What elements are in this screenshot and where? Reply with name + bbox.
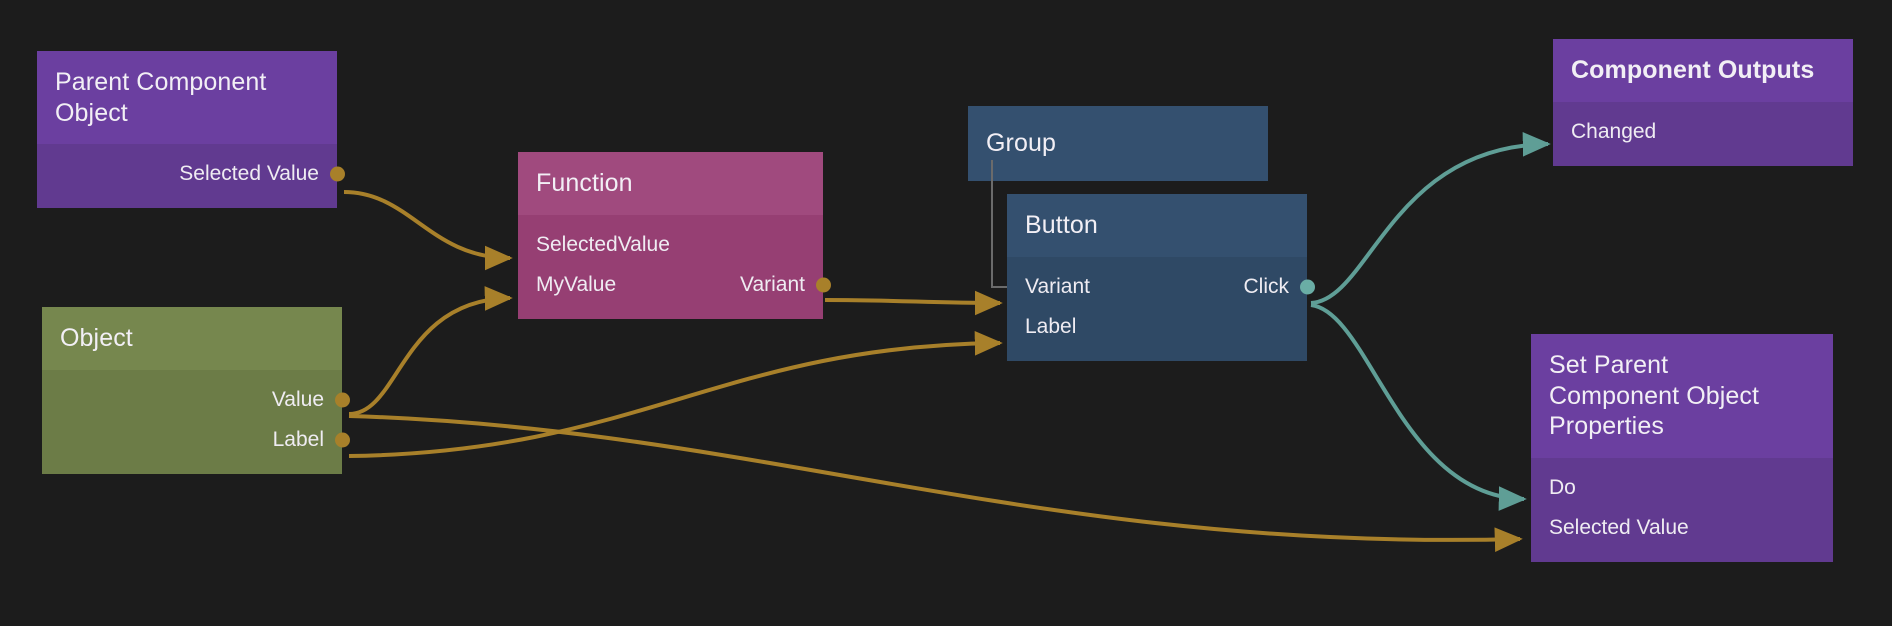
wire-function-variant-to-button-variant <box>824 290 1003 316</box>
port-row-variant-click[interactable]: Variant Click <box>1007 267 1315 307</box>
node-function[interactable]: Function SelectedValue MyValue Variant <box>518 152 831 319</box>
wire-object-value-to-function-myvalue <box>348 286 513 416</box>
node-object[interactable]: Object Value Label <box>42 307 350 474</box>
wire-object-label-to-button-label <box>348 330 1003 458</box>
output-port-dot-value[interactable] <box>335 392 350 407</box>
wire-button-click-to-componentoutputs-changed <box>1310 132 1551 305</box>
output-port-dot-selected-value[interactable] <box>330 166 345 182</box>
wire-button-click-to-setparent-do <box>1310 303 1527 511</box>
node-title: Group <box>968 106 1268 181</box>
port-label-myvalue: MyValue <box>536 272 617 296</box>
port-label-label: Label <box>1025 314 1077 338</box>
port-row-selected-value[interactable]: Selected Value <box>1531 508 1833 548</box>
node-body: Changed <box>1553 101 1853 166</box>
node-title: Parent Component Object <box>37 51 337 144</box>
port-row-label[interactable]: Label <box>1007 307 1307 347</box>
node-title: Set Parent Component Object Properties <box>1531 334 1833 458</box>
wire-parent-selectedvalue-to-function-selectedvalue <box>343 190 513 271</box>
node-body: Do Selected Value <box>1531 457 1833 562</box>
port-label-value: Value <box>271 387 324 411</box>
port-label-click: Click <box>1243 274 1290 298</box>
port-row-selectedvalue[interactable]: SelectedValue <box>518 225 823 265</box>
output-port-dot-click[interactable] <box>1300 279 1315 294</box>
node-parent-component-object[interactable]: Parent Component Object Selected Value <box>37 51 345 208</box>
node-title: Button <box>1007 194 1307 257</box>
node-body: Variant Click Label <box>1007 256 1315 361</box>
port-row-do[interactable]: Do <box>1531 468 1833 508</box>
port-label-variant: Variant <box>740 272 805 296</box>
wire-object-value-to-setparent-selectedvalue <box>348 414 1523 552</box>
port-row-myvalue-variant[interactable]: MyValue Variant <box>518 265 831 305</box>
port-label-do: Do <box>1549 475 1576 499</box>
node-component-outputs[interactable]: Component Outputs Changed <box>1553 39 1853 166</box>
port-label-selected-value: Selected Value <box>1549 515 1689 539</box>
node-set-parent-component-object-properties[interactable]: Set Parent Component Object Properties D… <box>1531 334 1833 562</box>
node-title: Function <box>518 152 823 215</box>
node-title: Object <box>42 307 342 370</box>
port-row-selected-value[interactable]: Selected Value <box>37 154 345 194</box>
node-body: Selected Value <box>37 144 345 208</box>
port-row-label[interactable]: Label <box>42 420 350 460</box>
port-label-label: Label <box>272 427 324 451</box>
node-group[interactable]: Group <box>968 106 1268 181</box>
port-row-changed[interactable]: Changed <box>1553 112 1853 152</box>
port-row-value[interactable]: Value <box>42 380 350 420</box>
node-body: SelectedValue MyValue Variant <box>518 214 831 319</box>
port-label-selectedvalue: SelectedValue <box>536 232 670 256</box>
node-body: Value Label <box>42 369 350 474</box>
node-button[interactable]: Button Variant Click Label <box>1007 194 1315 361</box>
output-port-dot-variant[interactable] <box>816 277 831 292</box>
output-port-dot-label[interactable] <box>335 432 350 447</box>
port-label-selected-value: Selected Value <box>179 162 319 185</box>
node-title: Component Outputs <box>1553 39 1853 102</box>
port-label-changed: Changed <box>1571 119 1657 143</box>
port-label-variant: Variant <box>1025 274 1090 298</box>
